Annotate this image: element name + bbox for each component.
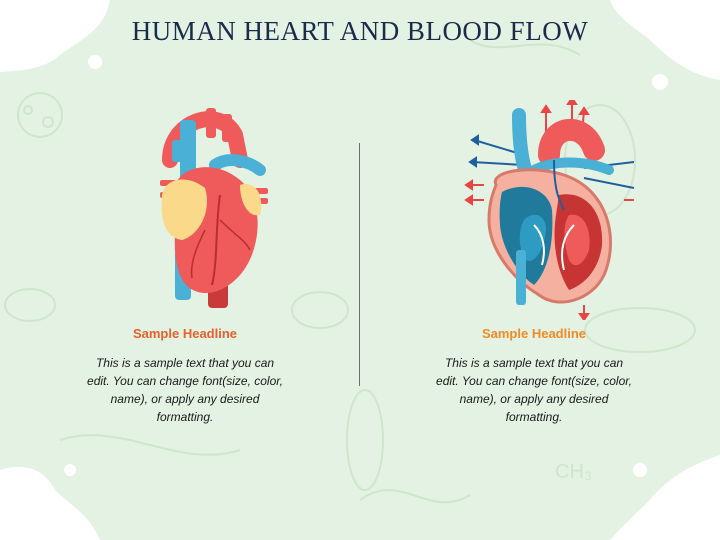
corner-splash-top-left: [0, 0, 110, 72]
svg-text:CH₃: CH₃: [555, 461, 592, 483]
right-headline: Sample Headline: [481, 326, 587, 341]
left-body-text: This is a sample text that you can edit.…: [87, 356, 283, 424]
heart-cross-section-blood-flow-icon: [464, 100, 634, 320]
anatomical-heart-exterior-icon: [160, 108, 268, 308]
corner-splash-bottom-right: [610, 455, 720, 540]
right-panel: Sample Headline This is a sample text th…: [404, 100, 664, 426]
corner-splash-top-right: [610, 0, 720, 80]
right-body-text: This is a sample text that you can edit.…: [436, 356, 632, 424]
left-headline: Sample Headline: [132, 326, 238, 341]
left-panel: Sample Headline This is a sample text th…: [55, 100, 315, 426]
panel-divider: [359, 143, 360, 386]
corner-splash-bottom-left: [0, 466, 100, 540]
slide-title: HUMAN HEART AND BLOOD FLOW: [131, 16, 589, 46]
